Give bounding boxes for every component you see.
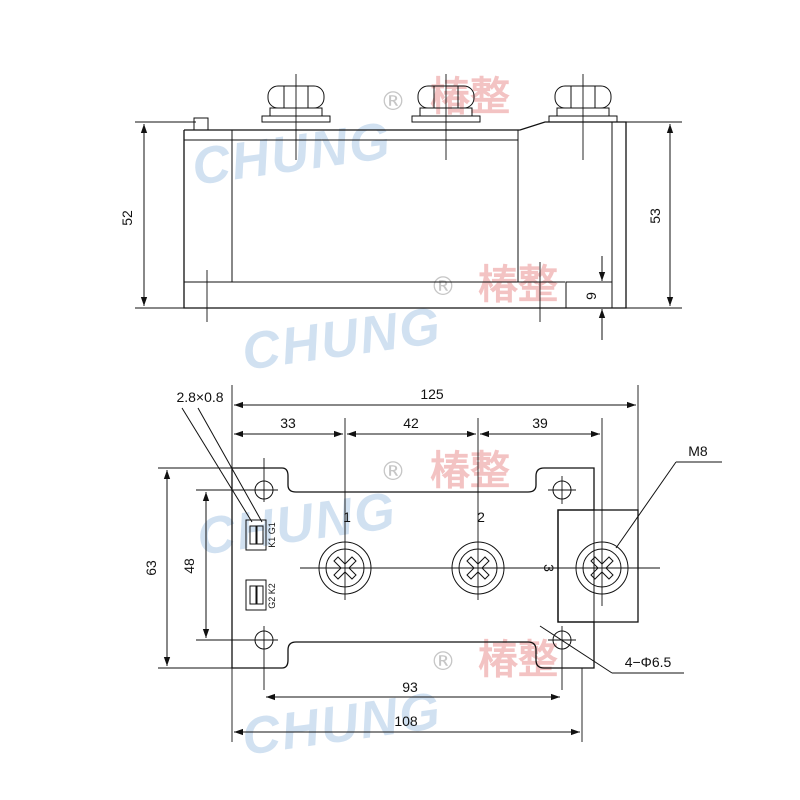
watermark-chinese-text: 椿整 (430, 448, 510, 494)
watermark-registered-mark: ® (380, 87, 406, 117)
watermark-row-2: CHUNG ® 椿整 (239, 262, 558, 382)
thread-size-leader (615, 461, 677, 549)
side-terminal-3 (548, 74, 618, 160)
dim-48-label: 48 (181, 558, 197, 574)
watermark-chinese-text: 椿整 (478, 637, 558, 683)
dim-63-label: 63 (143, 560, 159, 576)
watermark-registered-mark: ® (430, 647, 456, 677)
watermark-row-1: CHUNG ® 椿整 (189, 74, 510, 197)
watermark-registered-mark: ® (430, 272, 456, 302)
watermark-row-4: CHUNG ® 椿整 (239, 637, 558, 767)
gate-tab-upper-label: K1 G1 (267, 522, 277, 548)
gate-tab-upper: K1 G1 (245, 519, 277, 551)
top-view: K1 G1 G2 K2 1 (143, 385, 722, 742)
dim-108-label: 108 (394, 713, 418, 729)
dim-33-label: 33 (280, 415, 296, 431)
side-dim-52-label: 52 (119, 210, 135, 226)
watermark-chinese-text: 椿整 (430, 74, 510, 120)
dim-125-label: 125 (420, 386, 444, 402)
side-dim-53-label: 53 (647, 208, 663, 224)
mounting-hole-top-right (548, 476, 576, 504)
side-terminal-2 (411, 74, 481, 160)
dim-42-label: 42 (403, 415, 419, 431)
gate-tab-lower-label: G2 K2 (267, 583, 277, 609)
side-terminal-1 (261, 74, 331, 160)
dim-39-label: 39 (532, 415, 548, 431)
watermark-row-3: CHUNG ® 椿整 (194, 448, 510, 567)
tab-size-leader-2 (197, 407, 263, 523)
terminal-2-label: 2 (477, 509, 485, 525)
dim-93-label: 93 (402, 679, 418, 695)
terminal-3-label: 3 (541, 564, 557, 572)
thread-size-label: M8 (688, 443, 708, 459)
top-terminal3-housing (557, 509, 639, 623)
watermark-logo-text: CHUNG (194, 482, 401, 567)
watermark-registered-mark: ® (380, 457, 406, 487)
gate-tab-lower: G2 K2 (245, 579, 277, 611)
side-dim-9-label: 9 (583, 292, 599, 300)
side-view: 52 53 9 (119, 74, 682, 340)
terminal-screw-2 (451, 418, 505, 600)
mounting-hole-top-left (250, 458, 278, 502)
terminal-1-label: 1 (343, 509, 351, 525)
terminal-screw-1 (318, 418, 372, 600)
watermark-layer: CHUNG ® 椿整 CHUNG ® 椿整 CHUNG ® 椿整 CHUNG ®… (189, 74, 558, 767)
tab-size-label: 2.8×0.8 (176, 389, 223, 405)
mounting-hole-bottom-left (250, 626, 278, 690)
watermark-logo-text: CHUNG (189, 112, 396, 197)
side-pin (193, 117, 209, 131)
terminal-screw-3 (575, 418, 629, 606)
tab-size-leader-1 (181, 407, 253, 523)
hole-spec-label: 4−Φ6.5 (625, 654, 672, 670)
watermark-logo-text: CHUNG (239, 297, 446, 382)
hole-spec-leader (539, 625, 613, 674)
